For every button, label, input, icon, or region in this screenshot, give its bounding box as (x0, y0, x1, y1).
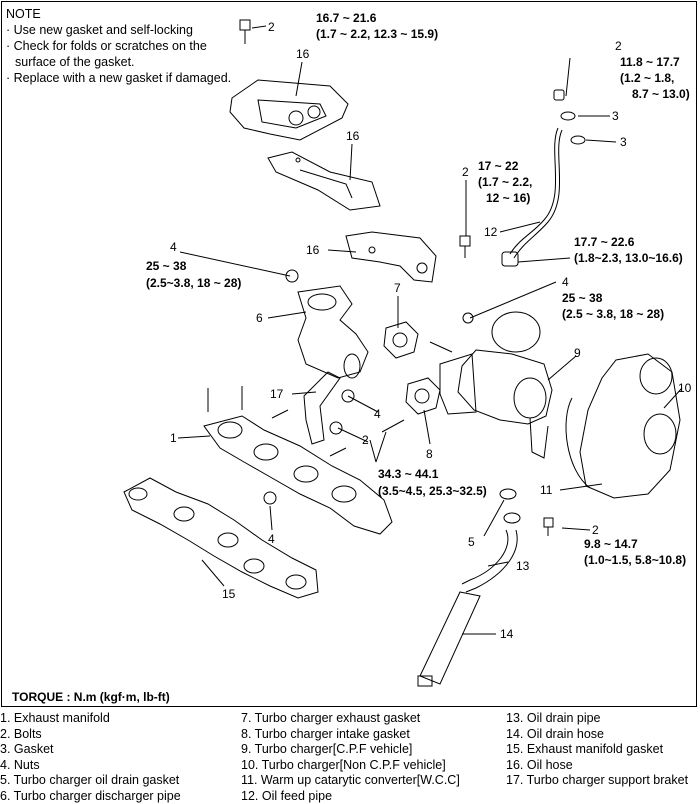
callout-2: 2 (462, 165, 469, 179)
torque-spec-line: (3.5~4.5, 25.3~32.5) (378, 484, 487, 498)
callout-9: 9 (574, 346, 581, 360)
legend-item: 11. Warm up catarytic converter[W.C.C] (241, 773, 460, 789)
legend-item: 6. Turbo charger discharger pipe (0, 789, 181, 804)
callout-4: 4 (562, 275, 569, 289)
legend-item: 17. Turbo charger support braket (506, 773, 688, 789)
torque-spec-line: 12 ~ 16) (486, 191, 530, 205)
heat-shield-turbo (346, 232, 436, 282)
turbo-charger-non-cpf (566, 354, 680, 498)
legend-item: 12. Oil feed pipe (241, 789, 460, 804)
torque-spec-line: (1.7 ~ 2.2, 12.3 ~ 15.9) (316, 27, 438, 41)
support-bracket (304, 372, 340, 444)
nuts (264, 270, 473, 504)
torque-spec-line: 9.8 ~ 14.7 (584, 537, 638, 551)
torque-specs: 16.7 ~ 21.6 (1.7 ~ 2.2, 12.3 ~ 15.9) 11.… (146, 11, 690, 567)
torque-spec-line: (1.7 ~ 2.2, (478, 175, 532, 189)
legend-item: 5. Turbo charger oil drain gasket (0, 773, 181, 789)
callout-2: 2 (615, 39, 622, 53)
callout-4: 4 (268, 532, 275, 546)
legend-item: 10. Turbo charger[Non C.P.F vehicle] (241, 758, 460, 774)
callout-2: 2 (268, 20, 275, 34)
callout-8: 8 (426, 447, 433, 461)
torque-spec-line: (1.0~1.5, 5.8~10.8) (584, 553, 686, 567)
gasket-rings (554, 90, 585, 144)
callout-2: 2 (592, 523, 599, 537)
turbo-charger-cpf (440, 312, 552, 458)
parts-legend: 1. Exhaust manifold 2. Bolts 3. Gasket 4… (0, 711, 700, 803)
callout-11: 11 (540, 483, 553, 497)
callout-3: 3 (620, 135, 627, 149)
exploded-parts-diagram: 2 16 16 2 3 3 2 12 16 4 4 6 7 9 10 17 4 … (0, 0, 700, 708)
torque-spec-line: 17 ~ 22 (478, 159, 519, 173)
heat-shield-middle (268, 152, 380, 210)
legend-item: 1. Exhaust manifold (0, 711, 181, 727)
oil-drain-assembly (418, 489, 520, 686)
torque-spec-line: 11.8 ~ 17.7 (620, 55, 680, 69)
legend-item: 15. Exhaust manifold gasket (506, 742, 688, 758)
legend-column-1: 1. Exhaust manifold 2. Bolts 3. Gasket 4… (0, 711, 181, 804)
manifold-gasket (124, 478, 318, 598)
torque-spec-line: 8.7 ~ 13.0) (632, 87, 690, 101)
legend-item: 16. Oil hose (506, 758, 688, 774)
legend-item: 7. Turbo charger exhaust gasket (241, 711, 460, 727)
callout-5: 5 (468, 535, 475, 549)
callout-1: 1 (170, 431, 177, 445)
callout-15: 15 (222, 587, 236, 601)
torque-spec-line: 17.7 ~ 22.6 (574, 235, 635, 249)
callout-17: 17 (270, 387, 284, 401)
exhaust-gasket (384, 322, 418, 358)
callout-6: 6 (256, 311, 263, 325)
torque-spec-line: (2.5~3.8, 18 ~ 28) (146, 276, 241, 290)
legend-item: 9. Turbo charger[C.P.F vehicle] (241, 742, 460, 758)
callout-2: 2 (362, 433, 369, 447)
legend-item: 2. Bolts (0, 727, 181, 743)
callout-3: 3 (612, 109, 619, 123)
callout-16: 16 (296, 47, 310, 61)
torque-spec-line: 34.3 ~ 44.1 (378, 467, 439, 481)
heat-shield-upper (230, 80, 348, 140)
torque-spec-line: (2.5 ~ 3.8, 18 ~ 28) (562, 307, 664, 321)
legend-item: 14. Oil drain hose (506, 727, 688, 743)
callout-16: 16 (306, 243, 320, 257)
callout-4: 4 (170, 240, 177, 254)
torque-spec-line: 25 ~ 38 (146, 259, 187, 273)
torque-spec-line: (1.2 ~ 1.8, (620, 71, 674, 85)
callout-7: 7 (394, 281, 401, 295)
legend-item: 4. Nuts (0, 758, 181, 774)
legend-column-3: 13. Oil drain pipe 14. Oil drain hose 15… (506, 711, 688, 789)
callout-14: 14 (500, 627, 514, 641)
bolts (240, 20, 553, 536)
callout-12: 12 (484, 225, 498, 239)
callout-4: 4 (374, 407, 381, 421)
torque-spec-line: 16.7 ~ 21.6 (316, 11, 377, 25)
exhaust-manifold (204, 386, 392, 534)
legend-item: 3. Gasket (0, 742, 181, 758)
intake-gasket (406, 378, 440, 414)
discharger-pipe (298, 286, 368, 378)
legend-column-2: 7. Turbo charger exhaust gasket 8. Turbo… (241, 711, 460, 804)
callout-16: 16 (346, 129, 360, 143)
legend-item: 13. Oil drain pipe (506, 711, 688, 727)
callout-10: 10 (678, 381, 692, 395)
callout-13: 13 (516, 559, 530, 573)
torque-spec-line: (1.8~2.3, 13.0~16.6) (574, 251, 683, 265)
legend-item: 8. Turbo charger intake gasket (241, 727, 460, 743)
torque-spec-line: 25 ~ 38 (562, 291, 603, 305)
